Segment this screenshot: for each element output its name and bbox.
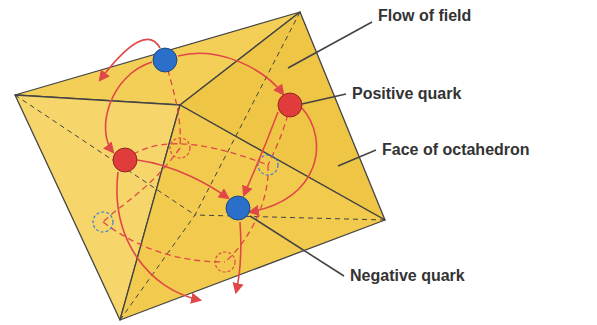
leader-line	[250, 22, 376, 276]
quark	[153, 48, 250, 220]
quark	[113, 93, 302, 172]
field-flow	[100, 39, 317, 300]
hidden-quark	[170, 138, 235, 272]
callout-label: Face of octahedron	[382, 140, 530, 159]
callout-label: Flow of field	[378, 6, 471, 25]
hidden-field-flow	[103, 60, 290, 262]
hidden-edges	[15, 12, 385, 320]
octahedron	[15, 12, 385, 320]
callout-label: Positive quark	[352, 84, 461, 103]
callout-label: Negative quark	[350, 266, 465, 285]
